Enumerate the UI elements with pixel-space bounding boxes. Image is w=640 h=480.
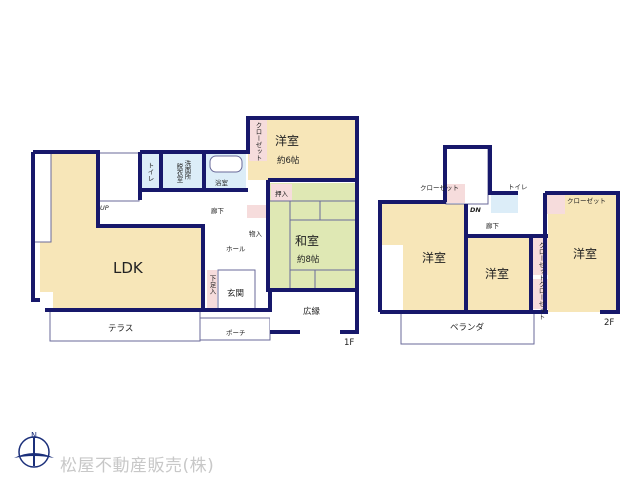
terrace-label: テラス — [108, 324, 133, 334]
storage-closet — [247, 205, 267, 218]
storage-label: 物入 — [249, 229, 263, 238]
entrance-label: 玄関 — [227, 288, 244, 299]
closet-2f-left — [447, 184, 465, 203]
porch-label: ポーチ — [226, 329, 246, 337]
stairs-1f — [98, 152, 140, 202]
hall-label: ホール — [226, 245, 246, 253]
floor-1-label: 1F — [344, 338, 354, 348]
toilet-2f — [491, 193, 518, 213]
closet-1f-label: クローゼット — [254, 122, 262, 162]
floor-2: 洋室 洋室 洋室 クローゼット クローゼット クローゼット クローゼット トイレ… — [378, 145, 620, 345]
western-room-2f-middle-label: 洋室 — [485, 266, 509, 281]
engawa-label: 広縁 — [303, 306, 321, 317]
western-room-2f-middle — [468, 237, 530, 312]
closet-2f-right — [547, 194, 565, 214]
closet-1f — [249, 119, 267, 161]
bathroom-label: 浴室 — [215, 178, 229, 187]
japanese-room-label: 和室 — [295, 233, 319, 248]
ldk-label: LDK — [113, 259, 144, 277]
toilet-1f-label: トイレ — [146, 162, 154, 182]
western-room-2f-left-label: 洋室 — [422, 250, 446, 265]
japanese-room-size: 約8帖 — [297, 254, 320, 265]
closet-2f-left-label: クローゼット — [420, 183, 459, 192]
dressing-room-label: 脱衣室 — [175, 162, 183, 183]
shoe-storage-label: 下足入 — [208, 275, 216, 295]
toilet-2f-label: トイレ — [508, 183, 528, 191]
corridor-2f-label: 廊下 — [486, 221, 500, 230]
kitchen-counter — [33, 151, 52, 243]
engawa — [270, 290, 355, 332]
closet-2f-middle-lower-label: クローゼット — [537, 281, 545, 321]
compass-north-label: N — [31, 431, 37, 440]
toilet-1f — [142, 153, 160, 190]
stairs-up-label: UP — [100, 204, 109, 212]
shoe-storage — [207, 270, 217, 308]
compass-icon: N — [14, 431, 54, 468]
washroom — [163, 153, 203, 190]
tatami-lines — [270, 200, 355, 290]
walls-1f — [31, 116, 359, 334]
walls-2f — [378, 145, 620, 314]
closet-2f-middle-upper-label: クローゼット — [537, 242, 545, 281]
floor-2-label: 2F — [604, 318, 614, 328]
bathtub — [209, 155, 243, 173]
western-room-2f-left — [382, 204, 466, 312]
stairs-down-label: DN — [470, 206, 481, 214]
company-name: 松屋不動産販売(株) — [60, 456, 215, 476]
closet-2f-right-label: クローゼット — [567, 196, 606, 205]
western-room-2f-right-label: 洋室 — [573, 246, 597, 261]
washroom-label: 洗面所 — [183, 159, 191, 181]
ldk-area — [40, 152, 203, 310]
western-room-1f-size: 約6帖 — [277, 155, 300, 166]
oshiire — [271, 184, 292, 201]
western-room-1f-label: 洋室 — [275, 133, 299, 148]
oshiire-label: 押入 — [275, 189, 289, 198]
floor-1: 洋室 約6帖 クローゼット 和室 約8帖 押入 物入 LDK 廊下 ホール 玄関… — [31, 116, 359, 348]
veranda-label: ベランダ — [450, 322, 485, 333]
corridor-1f-label: 廊下 — [211, 206, 225, 215]
